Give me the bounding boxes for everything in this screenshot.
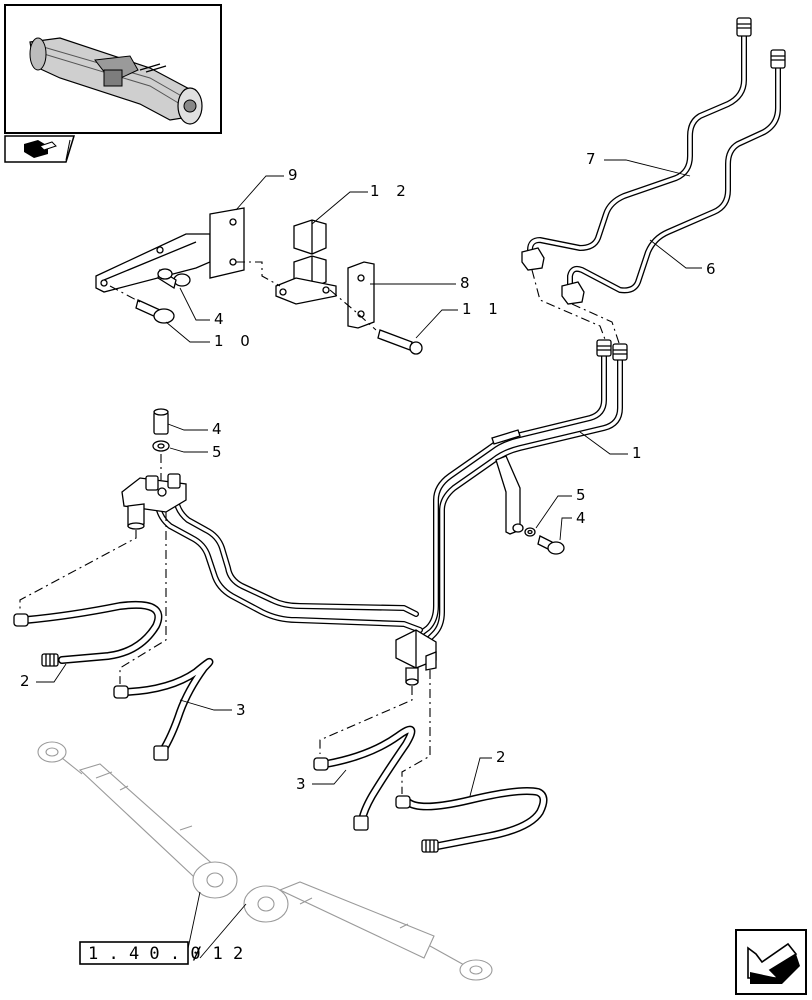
callout-4-top: 4 xyxy=(214,310,230,328)
bolt-10 xyxy=(135,299,175,324)
next-page-arrow-icon[interactable] xyxy=(735,929,807,995)
hose-2-right xyxy=(395,787,548,853)
bolt-4-mid xyxy=(153,408,169,435)
pipe-6-end-fitting xyxy=(561,49,786,305)
pipe-7-end-fitting xyxy=(521,17,752,271)
callout-3-left: 3 xyxy=(236,701,252,719)
leader-5-mid xyxy=(169,447,208,453)
leader-1 xyxy=(579,431,628,455)
callout-9: 9 xyxy=(288,166,304,184)
reference-code: 1 . 4 0 . 0 xyxy=(88,944,201,964)
leader-3-left xyxy=(179,699,232,711)
leader-9 xyxy=(235,175,284,211)
callout-5-right: 5 xyxy=(576,486,592,504)
washer-5-right xyxy=(524,527,536,537)
pipe-end-fittings-1 xyxy=(596,339,628,361)
leader-2-right xyxy=(469,757,492,797)
bolt-4-right xyxy=(537,535,565,555)
callout-11: 1 1 xyxy=(462,300,504,318)
callout-1: 1 xyxy=(632,444,648,462)
clamp-plate-8 xyxy=(347,261,375,329)
right-manifold-block xyxy=(395,629,437,686)
callout-2-right: 2 xyxy=(496,748,512,766)
leader-4-top xyxy=(179,287,210,321)
callout-3-center: 3 xyxy=(296,775,312,793)
callout-4-mid: 4 xyxy=(212,420,228,438)
leader-4-right xyxy=(559,517,572,541)
bolt-11 xyxy=(377,329,423,355)
leader-5-right xyxy=(535,495,572,529)
callout-4-right: 4 xyxy=(576,509,592,527)
callout-2-left: 2 xyxy=(20,672,36,690)
axle-thumbnail-icon[interactable] xyxy=(4,4,222,134)
hose-2-left xyxy=(13,600,163,667)
leader-4-mid xyxy=(167,423,208,431)
book-icon[interactable] xyxy=(4,135,76,163)
callout-8: 8 xyxy=(460,274,476,292)
pipe-support-bracket xyxy=(491,429,524,535)
callout-10: 1 0 xyxy=(214,332,256,350)
steering-cylinder-right-ghost xyxy=(243,881,493,981)
leader-11 xyxy=(415,309,458,339)
hose-3-left xyxy=(113,658,214,761)
pipe-assembly-1 xyxy=(151,349,623,649)
hose-3-center xyxy=(313,725,416,831)
pipe-6 xyxy=(567,59,781,294)
reference-suffix: / 1 2 xyxy=(192,944,243,964)
leader-7 xyxy=(604,159,691,177)
leader-10 xyxy=(165,321,210,343)
steering-cylinder-left-ghost xyxy=(37,741,238,899)
leader-2-left xyxy=(36,663,67,683)
callout-7: 7 xyxy=(586,150,602,168)
clamp-block-12 xyxy=(275,219,337,305)
callout-12: 1 2 xyxy=(370,182,412,200)
reference-box[interactable]: 1 . 4 0 . 0 / 1 2 xyxy=(79,941,243,965)
leader-12 xyxy=(311,191,368,225)
leader-6 xyxy=(649,239,702,269)
left-manifold-block xyxy=(121,473,187,530)
callout-6: 6 xyxy=(706,260,722,278)
mounting-bracket-9 xyxy=(95,207,245,293)
pipe-7 xyxy=(527,27,747,259)
washer-5-mid xyxy=(152,440,170,452)
leader-3-center xyxy=(312,769,347,785)
bolt-4-top xyxy=(157,268,191,290)
callout-5-mid: 5 xyxy=(212,443,228,461)
